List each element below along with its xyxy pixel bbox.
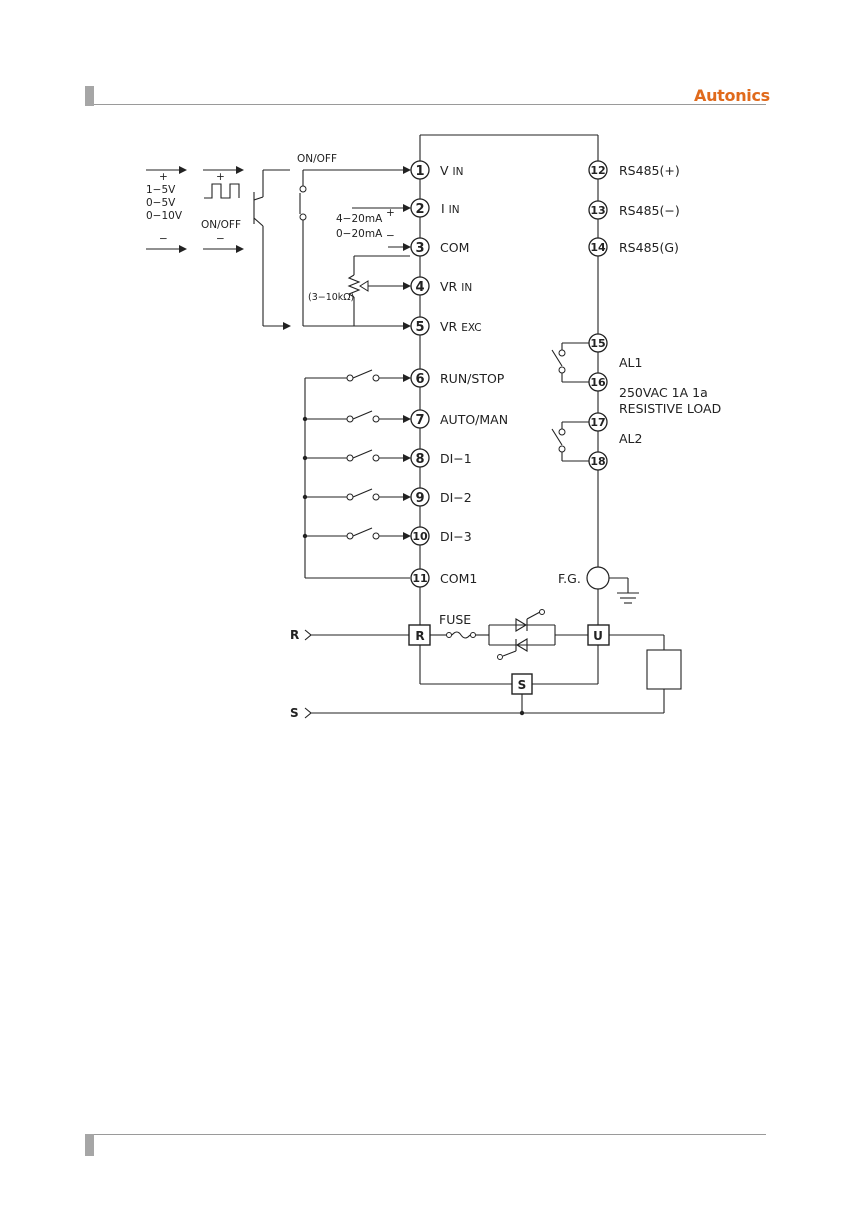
terminal-8-label: DI−1	[440, 451, 472, 466]
terminal-12-label: RS485(+)	[619, 163, 680, 178]
terminal-11-label: COM1	[440, 571, 477, 586]
terminal-16-number: 16	[590, 376, 606, 389]
terminal-4-label: VR IN	[440, 279, 472, 294]
terminal-15-number: 15	[590, 337, 605, 350]
terminal-5-label: VR EXC	[440, 319, 482, 334]
terminal-14-number: 14	[590, 241, 606, 254]
s-line-label: S	[290, 706, 299, 720]
fg-label: F.G.	[558, 571, 581, 586]
terminal-2-label: I IN	[441, 201, 460, 216]
terminal-11-number: 11	[412, 572, 427, 585]
r-line-label: R	[290, 628, 299, 642]
s-terminal-label: S	[518, 678, 527, 692]
on-off-label: ON/OFF	[297, 153, 337, 165]
terminal-14-label: RS485(G)	[619, 240, 679, 255]
al2-label: AL2	[619, 431, 642, 446]
terminal-9-label: DI−2	[440, 490, 472, 505]
fg-terminal	[587, 567, 609, 589]
terminal-3-number: 3	[415, 241, 424, 256]
voltage-range-3: 0−10V	[146, 210, 183, 222]
voltage-plus: +	[159, 171, 168, 183]
alarm-rating-2: RESISTIVE LOAD	[619, 401, 721, 416]
voltage-range-2: 0−5V	[146, 197, 176, 209]
terminal-9-number: 9	[415, 491, 424, 506]
fuse-label: FUSE	[439, 612, 471, 627]
pulse-minus: −	[216, 233, 225, 245]
terminal-10-label: DI−3	[440, 529, 472, 544]
current-minus: −	[386, 230, 395, 242]
current-plus: +	[386, 207, 395, 219]
terminal-12-number: 12	[590, 164, 605, 177]
al1-label: AL1	[619, 355, 642, 370]
pulse-plus: +	[216, 171, 225, 183]
alarm-rating-1: 250VAC 1A 1a	[619, 385, 708, 400]
terminal-6-label: RUN/STOP	[440, 371, 505, 386]
terminal-5-number: 5	[415, 320, 424, 335]
pulse-on-off-label: ON/OFF	[201, 219, 241, 231]
terminal-1-number: 1	[415, 164, 424, 179]
terminal-18-number: 18	[590, 455, 605, 468]
current-range-2: 0−20mA	[336, 228, 383, 240]
terminal-17-number: 17	[590, 416, 605, 429]
resistance-label: (3−10kΩ)	[308, 292, 354, 303]
terminal-8-number: 8	[415, 452, 424, 467]
terminal-4-number: 4	[415, 280, 424, 295]
terminal-2-number: 2	[415, 202, 424, 217]
terminal-13-number: 13	[590, 204, 605, 217]
terminal-7-label: AUTO/MAN	[440, 412, 508, 427]
r-terminal-label: R	[415, 629, 424, 643]
terminal-6-number: 6	[415, 372, 424, 387]
u-terminal-label: U	[593, 629, 603, 643]
terminal-7-number: 7	[415, 413, 424, 428]
voltage-minus: −	[159, 233, 168, 245]
terminal-1-label: V IN	[440, 163, 464, 178]
current-range-1: 4−20mA	[336, 213, 383, 225]
terminal-13-label: RS485(−)	[619, 203, 680, 218]
terminal-3-label: COM	[440, 240, 469, 255]
terminal-10-number: 10	[412, 530, 428, 543]
voltage-range-1: 1−5V	[146, 184, 176, 196]
